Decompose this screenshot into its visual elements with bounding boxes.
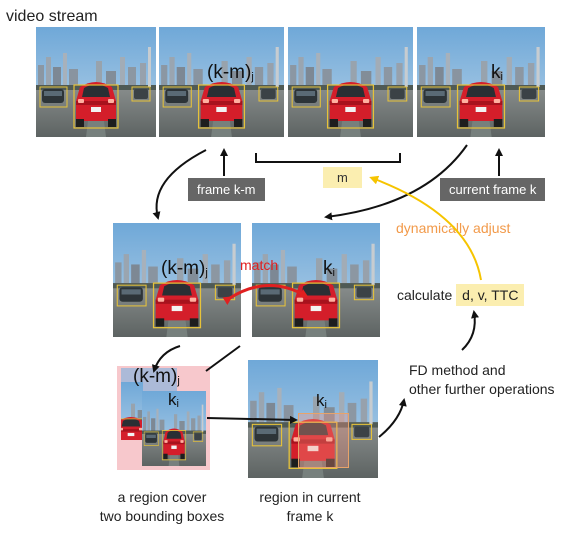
- region-cover-caption-line-1: a region cover: [117, 489, 207, 505]
- frame-tag-k-bottom: ki: [316, 391, 327, 411]
- frame-k-m-label: frame k-m: [188, 178, 265, 201]
- fd-method-text: FD method and other further operations: [409, 361, 555, 399]
- frame-tag-sub: j: [177, 375, 180, 387]
- frame-tag-main: k: [316, 391, 325, 410]
- connector-to-region-cover: [205, 345, 241, 372]
- match-label: match: [240, 257, 279, 273]
- region-current-caption-line-2: frame k: [286, 508, 334, 524]
- dynamically-adjust-label: dynamically adjust: [396, 220, 511, 236]
- frame-tag-k-region: ki: [168, 390, 179, 410]
- street-scene-image: [252, 223, 380, 337]
- matched-frame-k-m: [113, 223, 241, 337]
- frame-tag-sub: i: [324, 399, 327, 411]
- frame-tag-sub: j: [251, 71, 254, 83]
- video-frame-3: [288, 27, 413, 137]
- region-cover-caption: a region cover two bounding boxes: [97, 488, 227, 526]
- frame-tag-sub: j: [205, 267, 208, 279]
- street-scene-image: [417, 27, 545, 137]
- frame-tag-k: ki: [491, 62, 503, 84]
- street-scene-image: [121, 382, 143, 440]
- region-slice-image: [121, 382, 143, 440]
- region-current-caption: region in current frame k: [243, 488, 377, 526]
- frame-tag-k-m-middle: (k-m)j: [161, 258, 208, 280]
- highlighted-region: [298, 413, 349, 468]
- fd-method-line-1: FD method and: [409, 362, 506, 378]
- frame-tag-sub: i: [176, 398, 179, 410]
- frame-tag-main: (k-m): [133, 366, 178, 387]
- arrow-to-calculate: [461, 310, 479, 351]
- frame-tag-k-m: (k-m)j: [207, 62, 254, 84]
- calculate-values: d, v, TTC: [456, 284, 525, 306]
- frame-tag-sub: i: [332, 267, 335, 279]
- frame-tag-k-middle: ki: [323, 258, 335, 280]
- street-scene-image: [36, 27, 156, 137]
- arrow-to-fd-method: [378, 398, 407, 438]
- current-frame-k-label: current frame k: [440, 178, 546, 201]
- frame-tag-main: k: [323, 258, 333, 279]
- video-frame-1: [36, 27, 156, 137]
- bracket-m: [255, 153, 401, 163]
- street-scene-image: [288, 27, 413, 137]
- matched-frame-k: [252, 223, 380, 337]
- video-frame-k: [417, 27, 545, 137]
- frame-tag-k-m-region: (k-m)j: [133, 366, 180, 388]
- frame-tag-main: k: [168, 390, 177, 409]
- fd-method-line-2: other further operations: [409, 381, 555, 397]
- region-current-caption-line-1: region in current: [259, 489, 361, 505]
- calculate-label: calculate d, v, TTC: [397, 284, 525, 306]
- calculate-prefix: calculate: [397, 287, 457, 303]
- frame-tag-main: k: [491, 62, 501, 83]
- region-cover-caption-line-2: two bounding boxes: [99, 508, 225, 524]
- street-scene-image: [113, 223, 241, 337]
- frame-tag-main: (k-m): [207, 62, 252, 83]
- frame-tag-sub: i: [500, 71, 503, 83]
- m-label: m: [323, 167, 362, 188]
- video-stream-title: video stream: [6, 8, 98, 25]
- frame-tag-main: (k-m): [161, 258, 206, 279]
